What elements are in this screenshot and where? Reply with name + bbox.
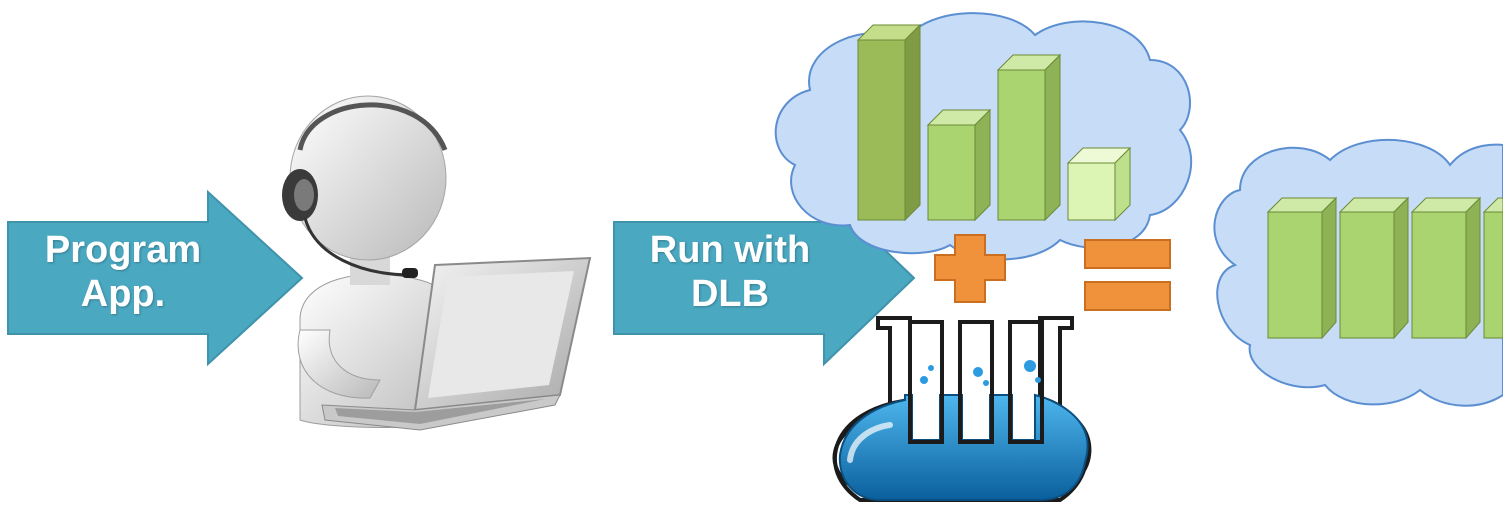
chart-bar-3 [996, 53, 1062, 222]
equals-icon [1084, 239, 1171, 311]
balanced-bar-3 [1410, 196, 1482, 340]
program-app-arrow [7, 189, 304, 367]
run-with-dlb-label: Run with DLB [620, 228, 840, 316]
plus-icon [934, 234, 1006, 303]
program-app-line1: Program [44, 229, 202, 271]
run-with-dlb-line1: Run with [649, 229, 811, 271]
balanced-bar-4 [1482, 197, 1503, 339]
program-app-label: Program App. [18, 228, 228, 316]
run-with-dlb-line2: DLB [690, 273, 770, 315]
balanced-bar-2 [1338, 196, 1410, 340]
chart-bar-2 [926, 108, 992, 222]
program-app-line2: App. [80, 273, 166, 315]
balanced-bar-1 [1266, 196, 1338, 340]
flask-icon [832, 316, 1092, 502]
chart-bar-4 [1066, 146, 1132, 222]
laptop-icon [321, 256, 592, 431]
chart-bar-1 [856, 23, 922, 222]
unbalanced-workload-cloud [774, 12, 1193, 261]
balanced-workload-cloud [1213, 138, 1503, 407]
